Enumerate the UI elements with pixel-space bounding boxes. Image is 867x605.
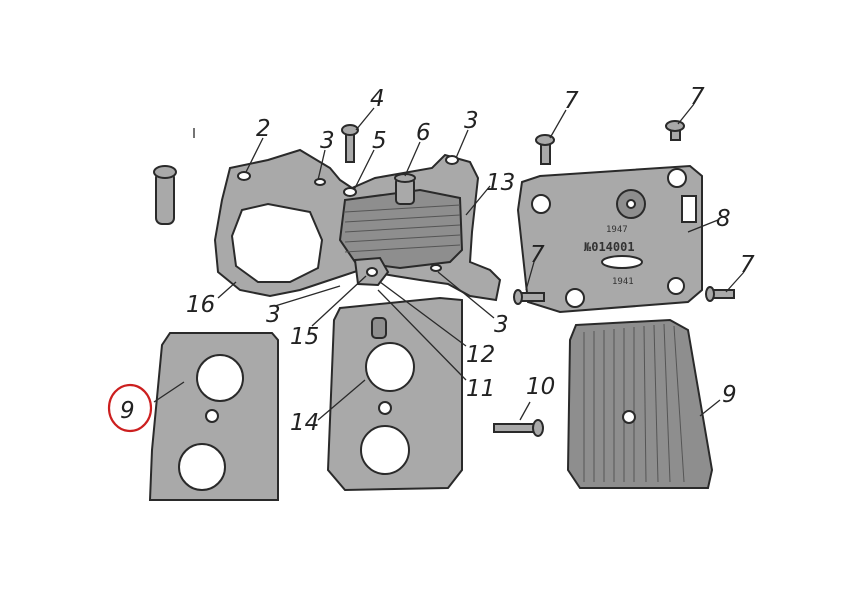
callout-10: 10 xyxy=(526,374,555,400)
cover-plate-part: 1947 №014001 1941 xyxy=(516,164,703,314)
screw-part xyxy=(341,124,359,163)
callout-7: 7 xyxy=(690,84,705,110)
callout-9: 9 xyxy=(120,398,135,424)
callout-15: 15 xyxy=(290,324,319,350)
highlight-ring xyxy=(107,383,153,433)
pin-part xyxy=(153,128,195,225)
callout-14: 14 xyxy=(290,410,319,436)
callout-3: 3 xyxy=(320,128,335,154)
callout-2: 2 xyxy=(256,116,271,142)
callout-6: 6 xyxy=(416,120,431,146)
callout-9: 9 xyxy=(722,382,737,408)
grip-frame-part xyxy=(326,296,463,492)
callout-labels: 2 3 4 5 6 3 13 7 7 8 7 7 16 3 15 3 12 11… xyxy=(186,84,755,436)
callout-3: 3 xyxy=(494,312,509,338)
leader-lines xyxy=(153,103,745,421)
callout-5: 5 xyxy=(372,128,387,154)
screw-part xyxy=(513,120,735,305)
callout-11: 11 xyxy=(466,376,495,402)
callout-13: 13 xyxy=(486,170,515,196)
plate-bottom-mark: 1941 xyxy=(612,277,634,287)
callout-3: 3 xyxy=(266,302,281,328)
callout-7: 7 xyxy=(530,242,545,268)
grip-panel-right-part xyxy=(566,318,714,489)
highlighted-callout-9: 9 xyxy=(107,383,153,433)
callout-12: 12 xyxy=(466,342,495,368)
plate-serial-number: №014001 xyxy=(584,240,635,254)
callout-4: 4 xyxy=(370,86,385,112)
callout-16: 16 xyxy=(186,292,215,318)
callout-7: 7 xyxy=(564,88,579,114)
callout-7: 7 xyxy=(740,252,755,278)
screw-part xyxy=(493,419,544,437)
callout-8: 8 xyxy=(716,206,731,232)
grip-panel-left-part xyxy=(148,332,279,501)
plate-top-mark: 1947 xyxy=(606,225,628,235)
frame-part xyxy=(213,148,502,302)
callout-3: 3 xyxy=(464,108,479,134)
